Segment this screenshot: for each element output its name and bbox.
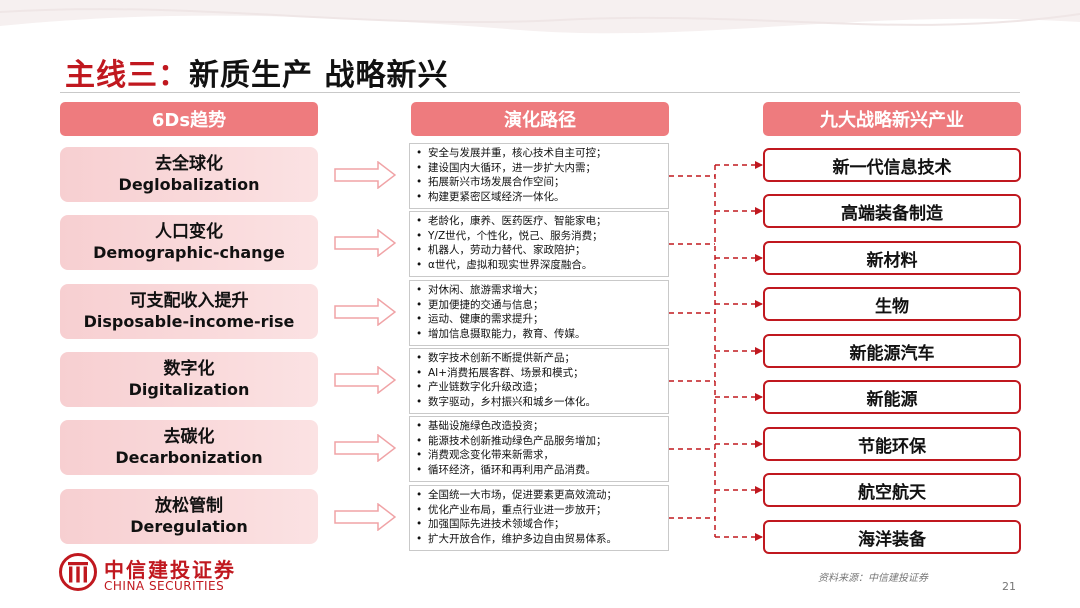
industry-box: 生物: [763, 287, 1021, 321]
path-item: 安全与发展并重，核心技术自主可控；: [416, 146, 664, 161]
trend-zh: 去全球化: [155, 154, 223, 174]
path-item: 构建更紧密区域经济一体化。: [416, 190, 664, 205]
arrow-right-icon: [334, 503, 396, 531]
industry-box: 新能源: [763, 380, 1021, 414]
path-item: 扩大开放合作，维护多边自由贸易体系。: [416, 532, 664, 547]
trend-en: Decarbonization: [115, 448, 263, 467]
trend-zh: 人口变化: [155, 222, 223, 242]
path-item: 能源技术创新推动绿色产品服务增加；: [416, 434, 664, 449]
path-item: 数字技术创新不断提供新产品；: [416, 351, 664, 366]
title-prefix: 主线三：: [65, 58, 189, 93]
header-paths: 演化路径: [411, 102, 669, 136]
path-box: 全国统一大市场，促进要素更高效流动； 优化产业布局，重点行业进一步放开； 加强国…: [409, 485, 669, 551]
path-item: 更加便捷的交通与信息；: [416, 298, 664, 313]
trend-en: Demographic-change: [93, 243, 285, 262]
arrow-right-icon: [334, 298, 396, 326]
path-item: α世代，虚拟和现实世界深度融合。: [416, 258, 664, 273]
logo-text-zh: 中信建投证券: [104, 558, 236, 582]
path-item: 建设国内大循环，进一步扩大内需；: [416, 161, 664, 176]
industry-box: 节能环保: [763, 427, 1021, 461]
path-item: 加强国际先进技术领域合作；: [416, 517, 664, 532]
header-industries: 九大战略新兴产业: [763, 102, 1021, 136]
path-item: 产业链数字化升级改造；: [416, 380, 664, 395]
path-item: 运动、健康的需求提升；: [416, 312, 664, 327]
trend-zh: 数字化: [163, 359, 215, 379]
path-box: 安全与发展并重，核心技术自主可控； 建设国内大循环，进一步扩大内需； 拓展新兴市…: [409, 143, 669, 209]
path-item: 循环经济，循环和再利用产品消费。: [416, 463, 664, 478]
page-title: 主线三：新质生产 战略新兴: [65, 50, 448, 94]
path-item: 全国统一大市场，促进要素更高效流动；: [416, 488, 664, 503]
trend-en: Disposable-income-rise: [83, 312, 295, 331]
trend-en: Digitalization: [128, 380, 250, 399]
arrow-right-icon: [334, 229, 396, 257]
path-item: 对休闲、旅游需求增大；: [416, 283, 664, 298]
path-item: 基础设施绿色改造投资；: [416, 419, 664, 434]
arrow-right-icon: [334, 366, 396, 394]
industry-box: 新能源汽车: [763, 334, 1021, 368]
top-wave-decoration: [0, 0, 1080, 34]
path-item: 优化产业布局，重点行业进一步放开；: [416, 503, 664, 518]
arrow-right-icon: [334, 434, 396, 462]
arrow-right-icon: [334, 161, 396, 189]
path-item: Y/Z世代，个性化，悦己、服务消费；: [416, 229, 664, 244]
trend-en: Deregulation: [130, 517, 248, 536]
trend-en: Deglobalization: [118, 175, 260, 194]
industry-box: 新一代信息技术: [763, 148, 1021, 182]
industry-box: 海洋装备: [763, 520, 1021, 554]
header-trends: 6Ds趋势: [60, 102, 318, 136]
path-item: 增加信息摄取能力，教育、传媒。: [416, 327, 664, 342]
path-box: 老龄化，康养、医药医疗、智能家电； Y/Z世代，个性化，悦己、服务消费； 机器人…: [409, 211, 669, 277]
path-box: 基础设施绿色改造投资； 能源技术创新推动绿色产品服务增加； 消费观念变化带来新需…: [409, 416, 669, 482]
path-item: 老龄化，康养、医药医疗、智能家电；: [416, 214, 664, 229]
industry-box: 航空航天: [763, 473, 1021, 507]
logo-text-en: CHINA SECURITIES: [104, 579, 225, 593]
path-box: 数字技术创新不断提供新产品； AI+消费拓展客群、场景和模式； 产业链数字化升级…: [409, 348, 669, 414]
path-item: 拓展新兴市场发展合作空间；: [416, 175, 664, 190]
path-item: 消费观念变化带来新需求，: [416, 448, 664, 463]
title-main: 新质生产 战略新兴: [189, 58, 449, 93]
source-note: 资料来源：中信建投证券: [818, 573, 928, 584]
trend-zh: 放松管制: [155, 496, 223, 516]
path-box: 对休闲、旅游需求增大； 更加便捷的交通与信息； 运动、健康的需求提升； 增加信息…: [409, 280, 669, 346]
industry-box: 高端装备制造: [763, 194, 1021, 228]
trend-zh: 可支配收入提升: [129, 291, 249, 311]
path-item: AI+消费拓展客群、场景和模式；: [416, 366, 664, 381]
path-item: 数字驱动，乡村振兴和城乡一体化。: [416, 395, 664, 410]
industry-box: 新材料: [763, 241, 1021, 275]
trend-zh: 去碳化: [163, 427, 215, 447]
path-item: 机器人，劳动力替代、家政陪护；: [416, 243, 664, 258]
page-number: 21: [1002, 580, 1016, 593]
citic-logo-icon: [59, 553, 97, 591]
title-divider: [60, 92, 1020, 93]
